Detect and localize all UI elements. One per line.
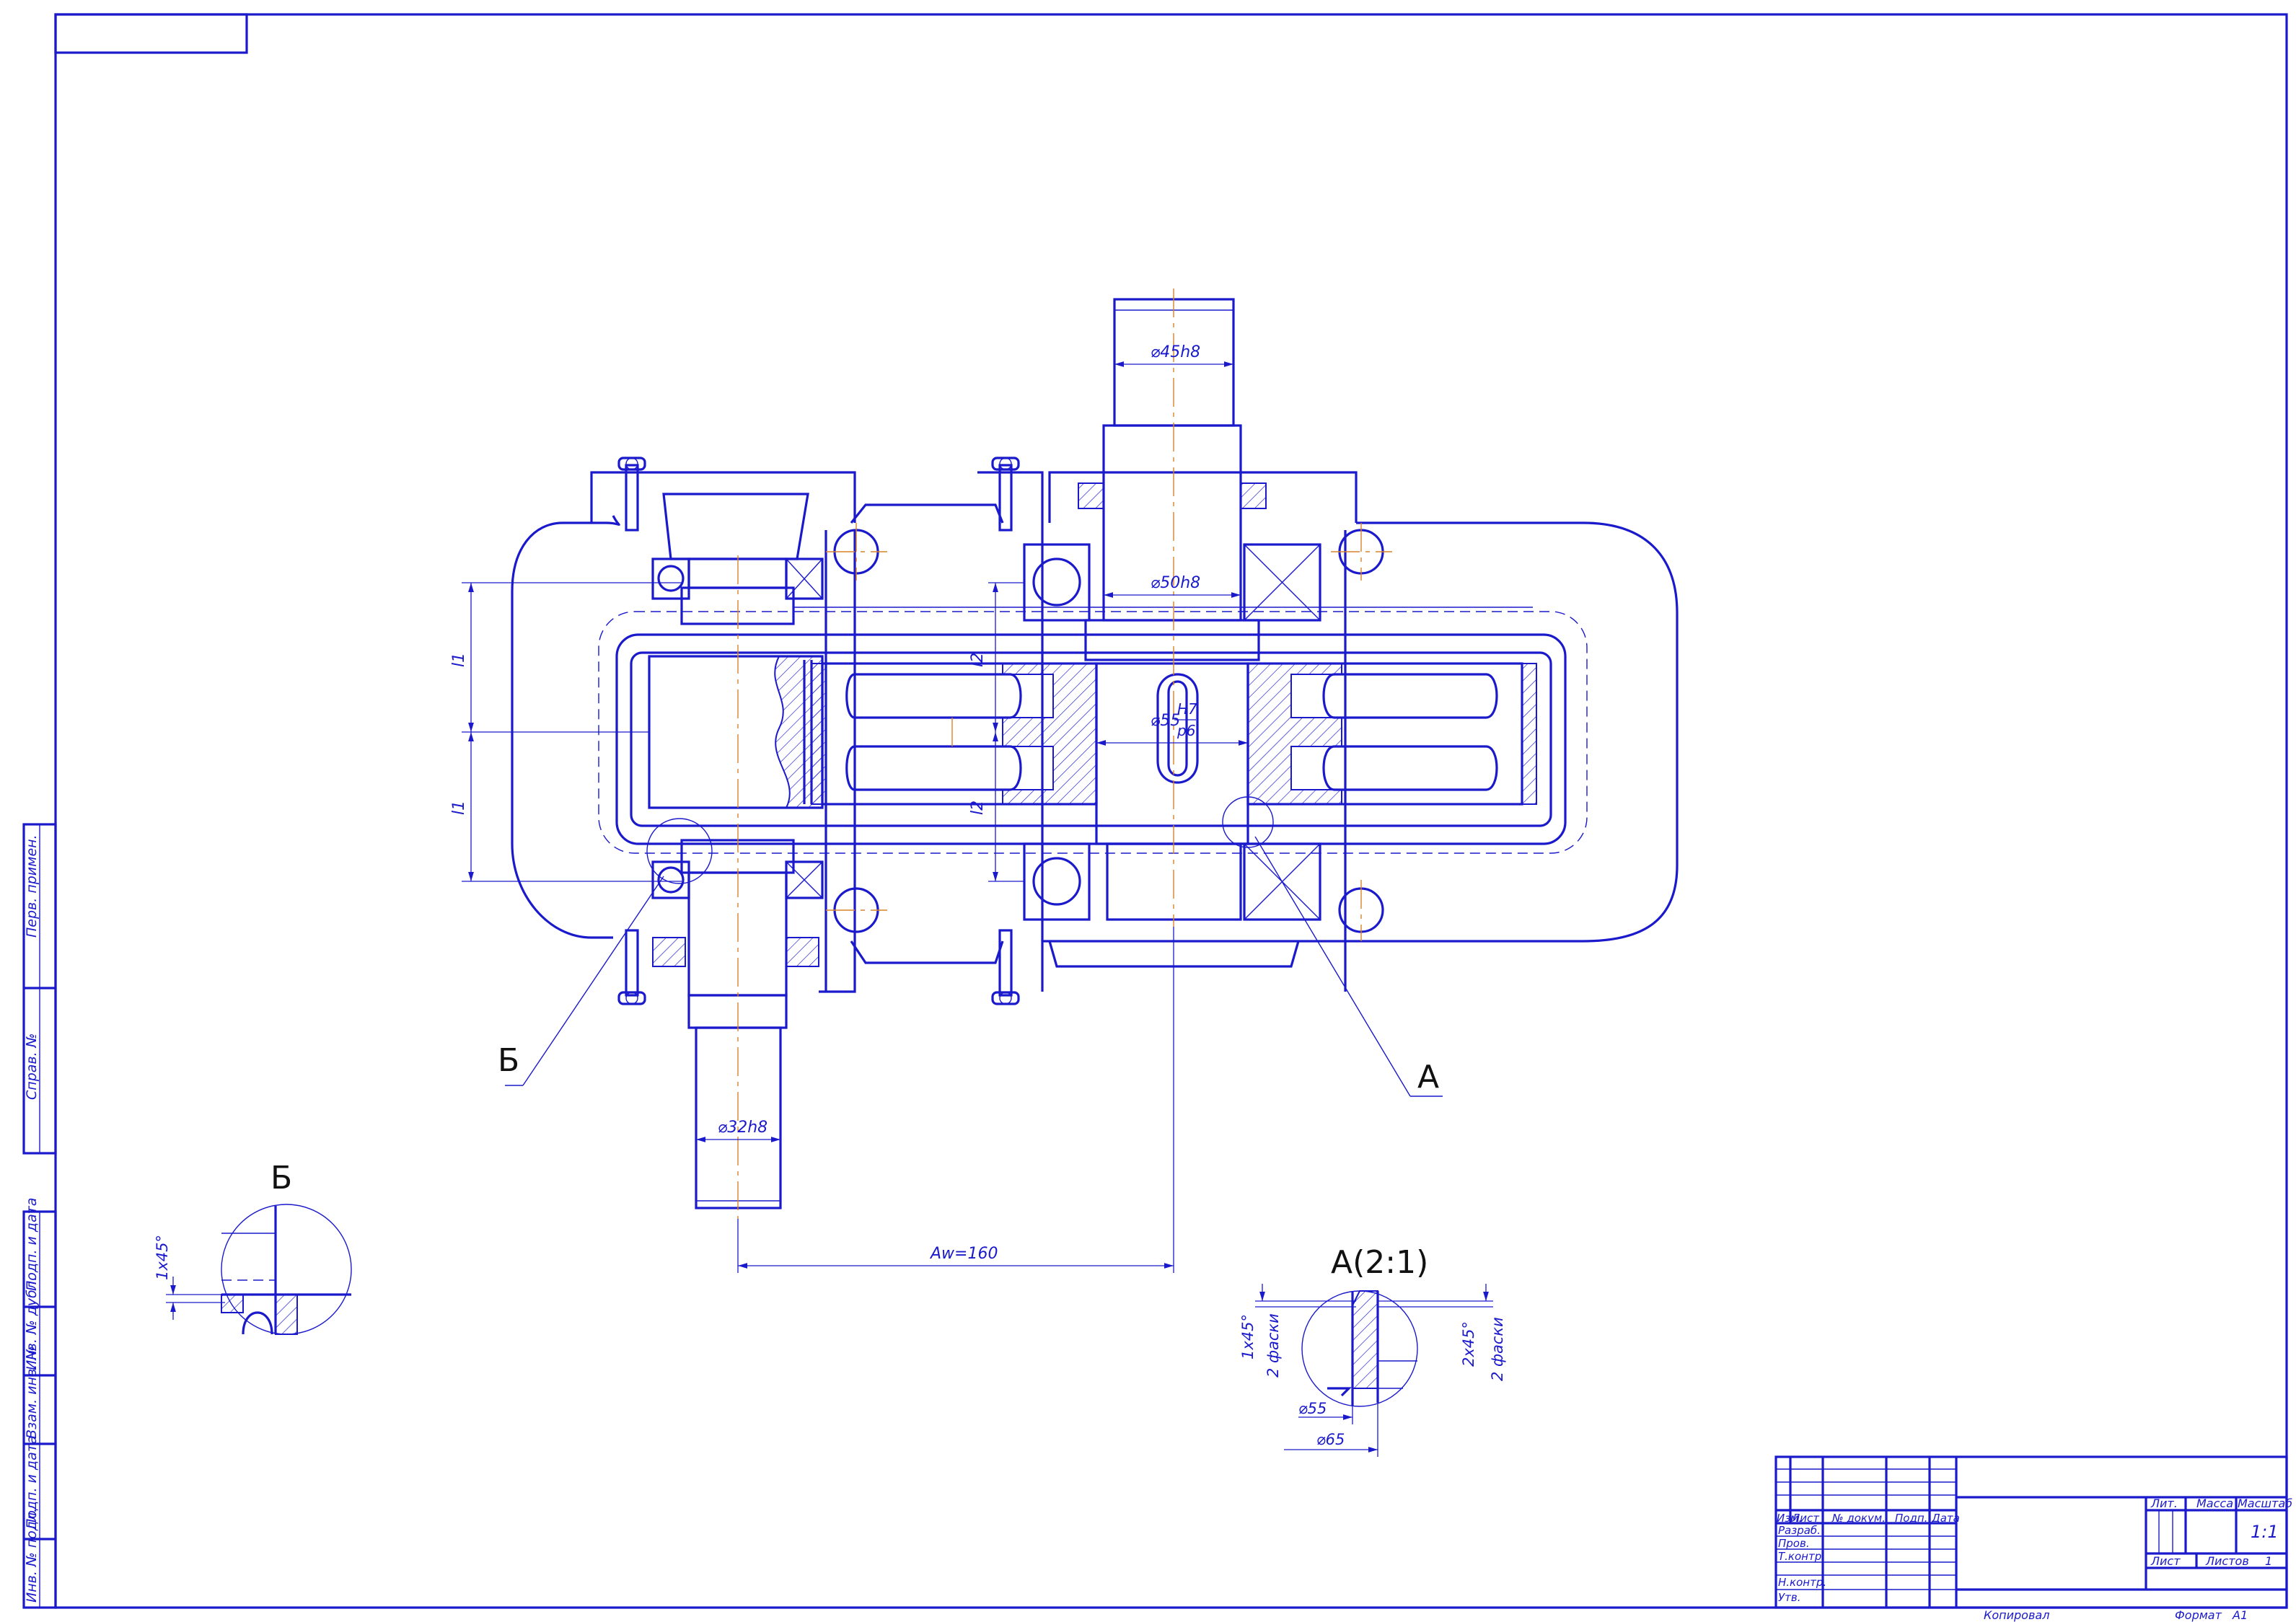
tb-header-docno: № докум. (1831, 1512, 1886, 1525)
tb-role-checker: Пров. (1778, 1537, 1810, 1550)
sheet-frame (54, 13, 2288, 1609)
tb-scale-label: Масштаб (2238, 1497, 2292, 1510)
tb-header-sign: Подп. (1895, 1512, 1927, 1525)
tb-sheet-label: Лист (2150, 1554, 2181, 1568)
dim-l2-upper: l2 (969, 653, 987, 667)
detail-a-chamfer-right: 2х45° (1460, 1321, 1477, 1367)
callout-a-label: А (1417, 1059, 1439, 1096)
rotated-doc-code-box (54, 13, 248, 54)
dim-input-shaft-end: ⌀32h8 (718, 1119, 767, 1137)
tb-sheets-value: 1 (2265, 1554, 2272, 1568)
dim-l1-lower: l1 (450, 801, 468, 815)
stamp-dup-inv: Инв. № дубл. (24, 1277, 40, 1370)
detail-a-circle (1222, 796, 1274, 848)
stamp-ref-no: Справ. № (24, 1033, 40, 1100)
detail-a-chamfer-left: 1х45° (1239, 1314, 1257, 1359)
tb-header-sheet: Лист (1791, 1512, 1820, 1525)
tb-sheets-label: Листов (2205, 1554, 2249, 1568)
side-stamp: Перв. примен. Справ. № Подп. и дата Инв.… (22, 823, 57, 1609)
tb-role-developer: Разраб. (1778, 1524, 1821, 1537)
stamp-sign-date-2: Подп. и дата (24, 1436, 40, 1529)
input-shaft (648, 493, 824, 1219)
detail-markers: А Б (498, 796, 1443, 1097)
detail-a-title: А(2:1) (1331, 1244, 1428, 1281)
stamp-orig-inv: Инв. № подл. (24, 1508, 40, 1603)
footer-copied: Копировал (1984, 1608, 2049, 1622)
tb-role-approved: Утв. (1778, 1591, 1801, 1604)
tb-role-tech-control: Т.контр. (1778, 1550, 1825, 1563)
dim-l1-upper: l1 (450, 653, 468, 667)
detail-b: Б 1х45° (154, 1160, 352, 1335)
detail-b-chamfer: 1х45° (154, 1235, 171, 1280)
detail-b-circle (646, 818, 713, 884)
detail-a: А(2:1) 1х45° 2 фаски 2х45° 2 фаски ⌀55 ⌀… (1239, 1244, 1506, 1457)
tb-header-date: Дата (1931, 1512, 1960, 1525)
tb-mass-label: Масса (2196, 1497, 2233, 1510)
dim-gear-fit: ⌀55 (1151, 712, 1180, 730)
stamp-first-use: Перв. примен. (24, 834, 40, 938)
tb-lit-label: Лит. (2150, 1497, 2178, 1510)
detail-a-d-inner: ⌀55 (1298, 1400, 1327, 1417)
dim-output-shaft-end: ⌀45h8 (1151, 343, 1200, 361)
stamp-replace-inv: Взам. инв. № (24, 1346, 40, 1439)
dim-output-shaft-bearing: ⌀50h8 (1151, 574, 1200, 592)
detail-a-chamfer-right-note: 2 фаски (1489, 1317, 1506, 1381)
stamp-sign-date-1: Подп. и дата (24, 1198, 40, 1291)
tb-role-norm-control: Н.контр. (1778, 1576, 1826, 1589)
dim-gear-fit-num: H7 (1177, 700, 1197, 718)
detail-a-d-outer: ⌀65 (1316, 1431, 1345, 1448)
detail-b-title: Б (270, 1160, 292, 1196)
housing-bolts (617, 457, 1020, 1005)
tb-scale-value: 1:1 (2251, 1522, 2279, 1542)
footer-format-value: А1 (2232, 1608, 2248, 1622)
footer-format-label: Формат (2175, 1608, 2222, 1622)
detail-a-chamfer-left-note: 2 фаски (1264, 1313, 1282, 1378)
dim-l2-lower: l2 (969, 801, 987, 815)
dimensions: ⌀45h8 ⌀50h8 ⌀55 H7 p6 ⌀32h8 Aw=160 l1 l1… (450, 343, 1248, 1273)
tb-header-change: Изм. (1777, 1512, 1802, 1525)
dim-gear-fit-den: p6 (1176, 722, 1195, 739)
title-block: Изм. Лист № докум. Подп. Дата Разраб. Пр… (1774, 1455, 2292, 1609)
output-shaft (811, 288, 1537, 927)
sheet-footer: Копировал Формат А1 (1984, 1608, 2248, 1622)
callout-b-label: Б (498, 1042, 519, 1079)
dim-center-distance: Aw=160 (929, 1245, 998, 1263)
